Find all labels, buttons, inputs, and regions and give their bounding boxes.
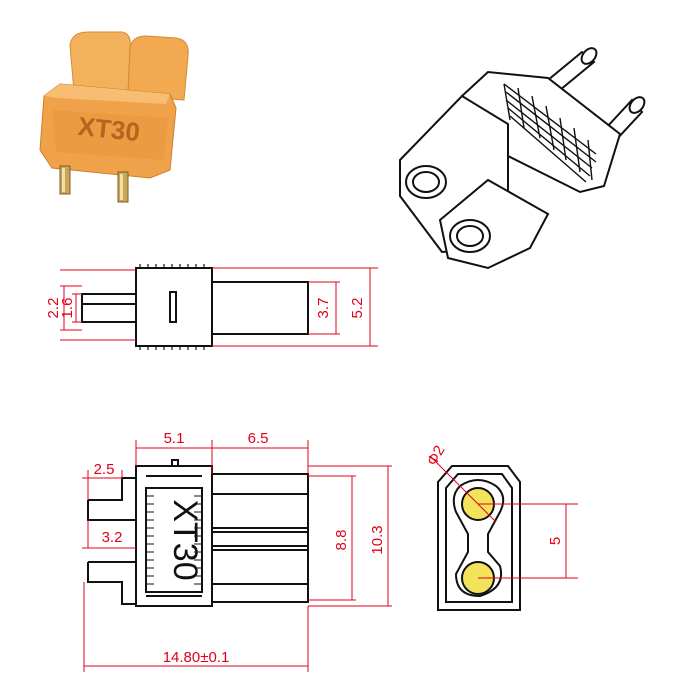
dim-top-10-3: 10.3 — [369, 525, 386, 554]
dim-side-3-7: 3.7 — [315, 298, 332, 319]
connector-front-view — [437, 465, 521, 611]
photo-embossed-label: XT30 — [76, 111, 141, 147]
side-view-dimensions: 2.2 1.6 3.7 5.2 — [45, 267, 378, 347]
dim-front-diameter: Φ2 — [424, 443, 449, 469]
dim-top-8-8: 8.8 — [333, 530, 350, 551]
connector-photo: XT30 — [39, 31, 189, 203]
dim-side-5-2: 5.2 — [349, 298, 366, 319]
dim-side-2-2: 2.2 — [45, 298, 62, 319]
dim-side-1-6: 1.6 — [59, 298, 76, 319]
connector-side-view — [81, 264, 309, 350]
top-view-dimensions: 5.1 6.5 2.5 3.2 8.8 10.3 14.80±0.1 — [82, 430, 392, 672]
dim-pin-3-2: 3.2 — [102, 529, 123, 546]
dim-top-length: 14.80±0.1 — [163, 649, 230, 666]
connector-top-view: XT30 — [87, 459, 309, 607]
connector-isometric — [399, 47, 646, 270]
dim-top-6-5: 6.5 — [248, 430, 269, 447]
dim-top-5-1: 5.1 — [164, 430, 185, 447]
dim-pin-2-5: 2.5 — [94, 461, 115, 478]
dim-front-pitch: 5 — [547, 537, 564, 545]
top-view-body-label: XT30 — [166, 499, 204, 580]
